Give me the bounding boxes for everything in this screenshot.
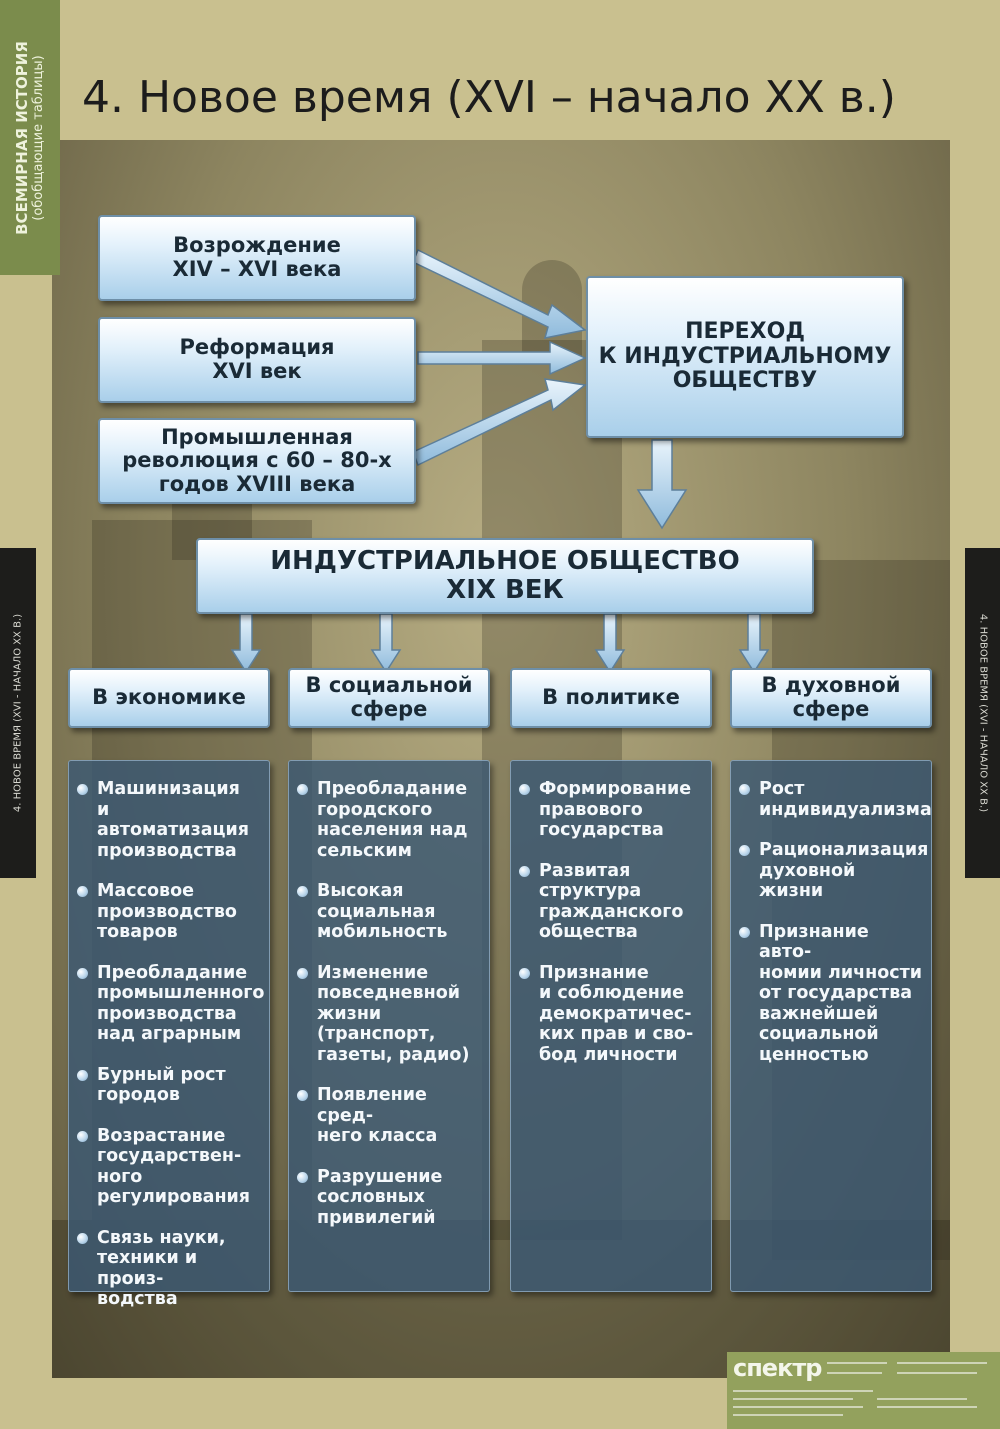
list-item: Появление сред- него класса: [297, 1085, 483, 1147]
cause-industrial-revolution: Промышленная революция с 60 – 80-х годов…: [98, 418, 416, 504]
arrow-economy: [230, 613, 262, 674]
cause-reformation: Реформация XVI век: [98, 317, 416, 403]
publisher-footer: спектр: [727, 1352, 1000, 1429]
category-economy: В экономике: [68, 668, 270, 728]
page-title: 4. Новое время (XVI – начало XX в.): [82, 72, 896, 123]
arrow-transition-down: [636, 439, 688, 530]
list-item: Формирование правового государства: [519, 779, 705, 841]
category-politics: В политике: [510, 668, 712, 728]
list-item: Машинизация и автоматизация производства: [77, 779, 263, 861]
column-politics: Формирование правового государства Разви…: [510, 760, 712, 1292]
list-item: Изменение повседневной жизни (транспорт,…: [297, 963, 483, 1066]
left-side-strip: 4. НОВОЕ ВРЕМЯ (XVI - НАЧАЛО XX В.): [0, 548, 36, 878]
arrow-spiritual: [738, 613, 770, 674]
industrial-society-label: ИНДУСТРИАЛЬНОЕ ОБЩЕСТВО XIX ВЕК: [270, 545, 740, 605]
category-social: В социальной сфере: [288, 668, 490, 728]
list-item: Рост индивидуализма: [739, 779, 932, 820]
category-politics-label: В политике: [542, 685, 680, 710]
list-item: Бурный рост городов: [77, 1065, 263, 1106]
transition-label: ПЕРЕХОД К ИНДУСТРИАЛЬНОМУ ОБЩЕСТВУ: [598, 319, 892, 394]
series-tab: ВСЕМИРНАЯ ИСТОРИЯ (обобщающие таблицы): [0, 0, 60, 275]
list-item: Признание и соблюдение демократичес- ких…: [519, 963, 705, 1066]
industrial-society-box: ИНДУСТРИАЛЬНОЕ ОБЩЕСТВО XIX ВЕК: [196, 538, 814, 614]
cause-reformation-label: Реформация XVI век: [179, 335, 335, 383]
cause-renaissance: Возрождение XIV – XVI века: [98, 215, 416, 301]
arrow-reformation: [417, 340, 587, 376]
list-item: Разрушение сословных привилегий: [297, 1167, 483, 1229]
list-item: Преобладание промышленного производства …: [77, 963, 264, 1045]
category-economy-label: В экономике: [92, 685, 246, 710]
category-spiritual-label: В духовной сфере: [761, 673, 901, 721]
list-item: Рационализация духовной жизни: [739, 840, 928, 902]
transition-box: ПЕРЕХОД К ИНДУСТРИАЛЬНОМУ ОБЩЕСТВУ: [586, 276, 904, 438]
list-item: Развитая структура гражданского общества: [519, 861, 705, 943]
arrow-politics: [594, 613, 626, 674]
cause-industrial-revolution-label: Промышленная революция с 60 – 80-х годов…: [122, 424, 392, 496]
list-item: Высокая социальная мобильность: [297, 881, 483, 943]
column-economy: Машинизация и автоматизация производства…: [68, 760, 270, 1309]
category-social-label: В социальной сфере: [305, 673, 473, 721]
list-item: Возрастание государствен- ного регулиров…: [77, 1126, 263, 1208]
list-item: Массовое производство товаров: [77, 881, 263, 943]
arrow-social: [370, 613, 402, 674]
column-spiritual: Рост индивидуализма Рационализация духов…: [730, 760, 932, 1292]
list-item: Связь науки, техники и произ- водства: [77, 1228, 263, 1310]
list-item: Признание авто- номии личности от госуда…: [739, 922, 925, 1066]
publisher-logo: спектр: [733, 1354, 822, 1382]
arrow-renaissance: [412, 248, 587, 339]
list-item: Преобладание городского населения над се…: [297, 779, 483, 861]
arrow-industrial-revolution: [412, 378, 587, 467]
right-side-strip: 4. НОВОЕ ВРЕМЯ (XVI - НАЧАЛО XX В.): [965, 548, 1000, 878]
column-social: Преобладание городского населения над се…: [288, 760, 490, 1292]
cause-renaissance-label: Возрождение XIV – XVI века: [172, 233, 342, 281]
category-spiritual: В духовной сфере: [730, 668, 932, 728]
